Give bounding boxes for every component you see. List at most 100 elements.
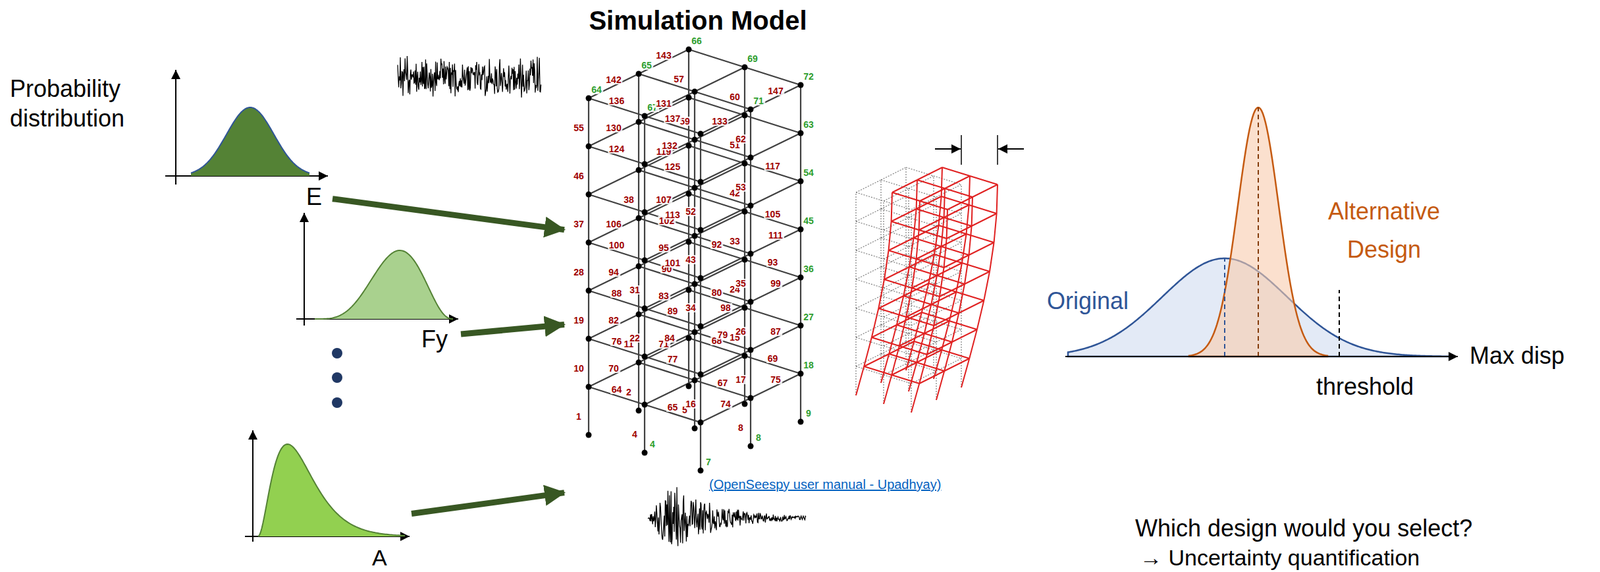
deformed-member (958, 283, 965, 313)
deformed-member (944, 188, 945, 218)
deformed-member (880, 353, 889, 383)
deformed-member (971, 196, 973, 226)
deformed-member (936, 275, 965, 284)
deformed-member (855, 366, 864, 396)
frame-node (636, 263, 642, 270)
element-number: 22 (628, 333, 642, 343)
undeformed-member (933, 175, 962, 185)
frame-node (742, 64, 748, 71)
frame-node (641, 305, 648, 312)
frame-node (742, 400, 748, 407)
deformed-member (958, 300, 984, 313)
frame-beam (744, 307, 801, 326)
frame-beam (700, 205, 751, 230)
frame-node (636, 311, 642, 318)
frame-node (641, 353, 648, 360)
mean-line (1224, 258, 1226, 357)
element-number: 101 (663, 258, 682, 268)
frame-node (747, 106, 754, 113)
element-number: 74 (719, 399, 733, 409)
element-number: 84 (663, 333, 677, 343)
frame-beam (694, 211, 745, 236)
deformed-member (891, 362, 917, 375)
undeformed-member (910, 209, 912, 239)
element-number: 105 (763, 209, 782, 219)
deformed-member (969, 329, 978, 359)
node-number: 27 (801, 312, 816, 322)
element-number: 147 (766, 86, 785, 96)
frame-node (798, 82, 804, 89)
deformed-member (944, 254, 970, 268)
undeformed-member (855, 279, 884, 288)
frame-node (686, 239, 693, 245)
deformed-member (972, 184, 998, 197)
frame-node (692, 281, 698, 288)
element-number: 125 (663, 161, 682, 172)
undeformed-member (883, 200, 912, 210)
element-number: 106 (604, 219, 623, 229)
frame-node (686, 190, 693, 197)
deformed-member (891, 208, 917, 222)
element-number: 55 (572, 123, 586, 133)
frame-node (692, 88, 698, 95)
variable-label: Fy (421, 325, 448, 353)
frame-node (747, 250, 754, 257)
deformed-member (938, 196, 942, 226)
undeformed-member (883, 287, 912, 297)
undeformed-member (905, 167, 907, 197)
node-number: 9 (804, 408, 813, 418)
frame-beam (750, 133, 801, 158)
element-number: 77 (666, 354, 680, 364)
frame-column (800, 84, 802, 134)
undeformed-member (855, 221, 884, 230)
deformed-member (994, 213, 997, 243)
frame-node (697, 419, 704, 426)
element-number: 136 (607, 96, 626, 106)
deformed-member (944, 238, 947, 268)
frame-node (692, 425, 698, 432)
undeformed-member (855, 337, 856, 367)
frame-node (798, 370, 804, 377)
frame-node (798, 418, 804, 425)
deformed-member (917, 179, 945, 189)
deformed-member (916, 229, 920, 259)
background-drawing (165, 46, 1458, 546)
distribution-plot: Fy (296, 209, 461, 354)
deformed-member (969, 225, 972, 255)
variable-label: A (372, 544, 388, 571)
deformed-member (927, 341, 953, 355)
mean-line (1257, 107, 1259, 357)
distribution-plot: E (167, 65, 333, 212)
undeformed-member (855, 266, 881, 280)
plot-axis (252, 429, 254, 542)
node-number: 18 (801, 360, 816, 370)
element-number: 52 (684, 206, 698, 216)
deformed-member (888, 237, 914, 251)
frame-node (641, 257, 648, 264)
frame-node (697, 227, 704, 234)
deformed-member (884, 279, 912, 288)
distribution-plot: A (246, 424, 412, 572)
deformed-member (947, 196, 973, 210)
displacement-arrow (934, 148, 961, 150)
undeformed-member (883, 333, 909, 346)
frame-beam (744, 67, 801, 85)
deformed-member (949, 320, 978, 330)
frame-beam (700, 301, 751, 326)
frame-node (697, 371, 704, 378)
frame-beam (700, 397, 751, 423)
deformed-member (977, 300, 984, 330)
element-number: 133 (710, 116, 729, 126)
element-number: 75 (769, 374, 783, 384)
deformed-member (931, 275, 937, 305)
undeformed-member (880, 324, 881, 354)
deformed-member (888, 324, 897, 354)
frame-beam (694, 91, 751, 110)
element-number: 64 (610, 384, 624, 394)
deformed-member (883, 374, 892, 404)
deformed-member (891, 221, 920, 230)
frame-column (643, 404, 646, 453)
deformed-member (966, 233, 995, 243)
deformed-member (933, 312, 959, 326)
